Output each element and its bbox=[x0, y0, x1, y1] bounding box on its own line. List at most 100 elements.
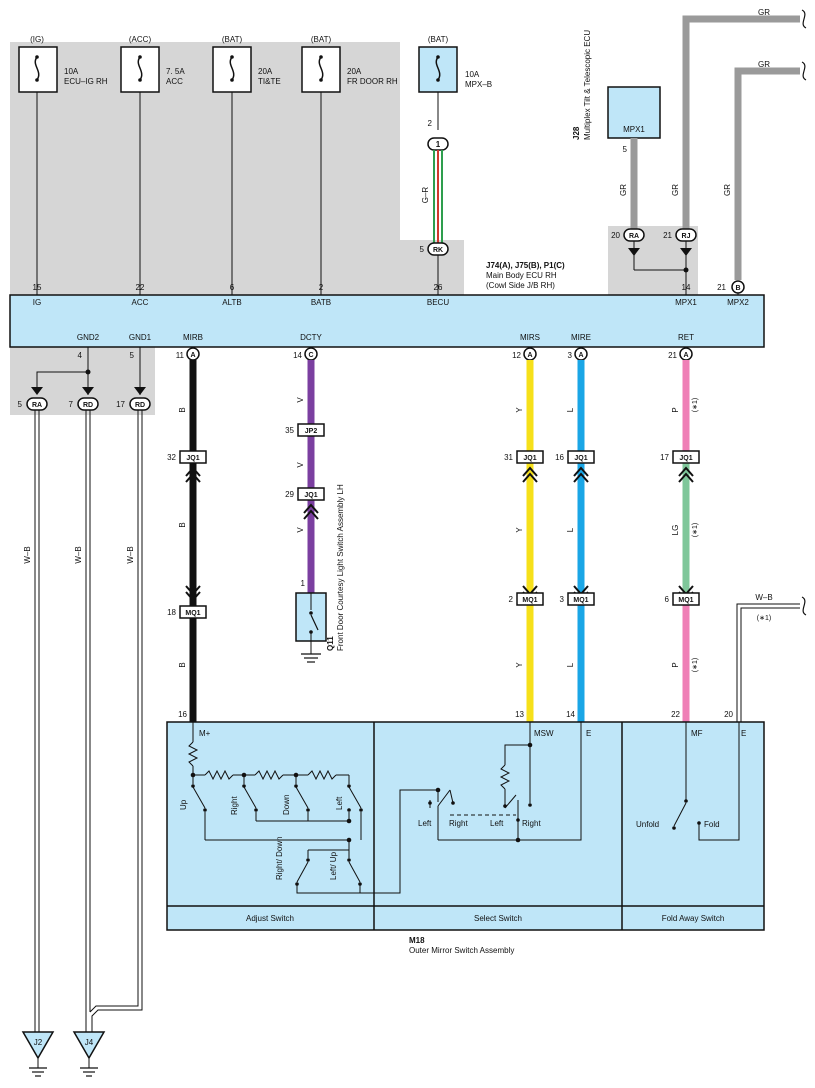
q11-switch: Q11 Front Door Courtesy Light Switch Ass… bbox=[295, 484, 345, 663]
wire-color: GR bbox=[758, 8, 770, 17]
ecu-top-pins: 15 IG 22 ACC 6 ALTB 2 BATB 26 BECU 14 MP… bbox=[33, 283, 750, 307]
svg-text:12: 12 bbox=[512, 351, 521, 360]
fuse-rating: 20A bbox=[258, 67, 273, 76]
svg-text:W–B: W–B bbox=[74, 546, 83, 563]
svg-text:31: 31 bbox=[504, 453, 513, 462]
svg-text:6: 6 bbox=[665, 595, 670, 604]
svg-text:GND1: GND1 bbox=[129, 333, 152, 342]
svg-text:W–B: W–B bbox=[126, 546, 135, 563]
svg-text:JQ1: JQ1 bbox=[523, 455, 536, 462]
svg-text:B: B bbox=[178, 407, 187, 412]
connector-label: RK bbox=[433, 247, 443, 254]
svg-text:C: C bbox=[308, 352, 313, 359]
svg-text:DCTY: DCTY bbox=[300, 333, 322, 342]
svg-text:22: 22 bbox=[136, 283, 145, 292]
svg-text:A: A bbox=[683, 352, 688, 359]
fuse-mpx-b: (BAT) 10A MPX–B bbox=[418, 35, 492, 93]
ground-j2: J2 bbox=[21, 1031, 55, 1077]
svg-text:MQ1: MQ1 bbox=[185, 610, 200, 617]
svg-text:2: 2 bbox=[509, 595, 514, 604]
ecu-bottom-connectors: A C A A A bbox=[186, 347, 693, 361]
svg-text:MPX2: MPX2 bbox=[727, 298, 749, 307]
svg-text:E: E bbox=[586, 729, 591, 738]
svg-text:5: 5 bbox=[18, 400, 23, 409]
svg-text:A: A bbox=[190, 352, 195, 359]
svg-text:RD: RD bbox=[83, 402, 93, 409]
svg-text:(∗1): (∗1) bbox=[692, 398, 699, 412]
fuse-name: TI&TE bbox=[258, 77, 281, 86]
pin-number: 21 bbox=[663, 231, 672, 240]
svg-text:ACC: ACC bbox=[132, 298, 149, 307]
fuse-wires bbox=[36, 92, 322, 295]
svg-text:L: L bbox=[566, 407, 575, 412]
pin-number: 2 bbox=[428, 119, 433, 128]
svg-text:MQ1: MQ1 bbox=[522, 597, 537, 604]
svg-text:Y: Y bbox=[515, 407, 524, 413]
svg-text:Q11: Q11 bbox=[326, 636, 335, 651]
svg-text:J2: J2 bbox=[34, 1038, 43, 1047]
svg-text:JQ1: JQ1 bbox=[304, 492, 317, 499]
fuse-ecu-ig: (IG) 10A ECU–IG RH bbox=[18, 35, 108, 93]
svg-text:J4: J4 bbox=[85, 1038, 94, 1047]
svg-text:M+: M+ bbox=[199, 729, 211, 738]
wire-mirs: Y JQ1 31 Y MQ1 2 Y 13 bbox=[504, 360, 544, 722]
svg-text:7: 7 bbox=[69, 400, 74, 409]
svg-text:21: 21 bbox=[668, 351, 677, 360]
svg-text:14: 14 bbox=[682, 283, 691, 292]
svg-text:Outer Mirror Switch Assembly: Outer Mirror Switch Assembly bbox=[409, 946, 514, 955]
fuse-tite: (BAT) 20A TI&TE bbox=[212, 35, 281, 93]
wire-wb-right: W–B (∗1) 20 bbox=[724, 593, 807, 722]
connector-label: RA bbox=[629, 233, 639, 240]
ground-wires: RA 5 RD 7 RD 17 W–B W–B W–B bbox=[18, 347, 151, 1032]
fuse-name: ACC bbox=[166, 77, 183, 86]
wire-mirb: B JQ1 32 B MQ1 18 B 16 bbox=[167, 360, 207, 722]
svg-text:B: B bbox=[178, 662, 187, 667]
svg-text:V: V bbox=[296, 462, 305, 468]
svg-text:MF: MF bbox=[691, 729, 703, 738]
fuse-rating: 20A bbox=[347, 67, 362, 76]
svg-text:MPX1: MPX1 bbox=[675, 298, 697, 307]
svg-text:35: 35 bbox=[285, 426, 294, 435]
svg-text:Left: Left bbox=[335, 796, 344, 810]
svg-text:MIRS: MIRS bbox=[520, 333, 540, 342]
fuse-source: (IG) bbox=[30, 35, 44, 44]
svg-text:BECU: BECU bbox=[427, 298, 449, 307]
svg-text:JQ1: JQ1 bbox=[679, 455, 692, 462]
svg-text:Right: Right bbox=[449, 819, 468, 828]
svg-text:(∗1): (∗1) bbox=[757, 615, 771, 622]
svg-text:(∗1): (∗1) bbox=[692, 658, 699, 672]
svg-text:BATB: BATB bbox=[311, 298, 331, 307]
fuse-fr-door: (BAT) 20A FR DOOR RH bbox=[301, 35, 398, 93]
wire-mpx-b: 2 1 G–R RK 5 bbox=[420, 92, 449, 295]
svg-text:Left/ Up: Left/ Up bbox=[329, 851, 338, 880]
j28-code: J28 bbox=[572, 126, 581, 140]
svg-text:RA: RA bbox=[32, 402, 42, 409]
svg-text:14: 14 bbox=[566, 710, 575, 719]
svg-text:Fold Away Switch: Fold Away Switch bbox=[662, 914, 725, 923]
svg-text:L: L bbox=[566, 662, 575, 667]
svg-text:11: 11 bbox=[176, 351, 185, 360]
svg-text:22: 22 bbox=[671, 710, 680, 719]
svg-text:LG: LG bbox=[671, 525, 680, 536]
wire-ret: P (∗1) JQ1 17 LG (∗1) MQ1 6 P (∗1) 22 bbox=[660, 360, 700, 722]
svg-text:V: V bbox=[296, 397, 305, 403]
svg-text:Right: Right bbox=[230, 796, 239, 815]
svg-text:3: 3 bbox=[568, 351, 573, 360]
svg-text:M18: M18 bbox=[409, 936, 425, 945]
svg-text:JQ1: JQ1 bbox=[574, 455, 587, 462]
svg-text:Unfold: Unfold bbox=[636, 820, 659, 829]
svg-text:A: A bbox=[527, 352, 532, 359]
svg-text:P: P bbox=[671, 407, 680, 412]
svg-text:B: B bbox=[178, 522, 187, 527]
svg-text:A: A bbox=[578, 352, 583, 359]
gr-wires: GR GR GR GR bbox=[671, 8, 807, 280]
svg-text:17: 17 bbox=[660, 453, 669, 462]
svg-text:MIRB: MIRB bbox=[183, 333, 203, 342]
connector-label: RJ bbox=[682, 233, 691, 240]
svg-text:P: P bbox=[671, 662, 680, 667]
pin-number: 5 bbox=[420, 245, 425, 254]
svg-text:Front Door Courtesy Light Swit: Front Door Courtesy Light Switch Assembl… bbox=[336, 484, 345, 651]
mpx-connectors: RA 20 RJ 21 B bbox=[611, 228, 745, 295]
svg-text:14: 14 bbox=[293, 351, 302, 360]
fuse-source: (ACC) bbox=[129, 35, 152, 44]
